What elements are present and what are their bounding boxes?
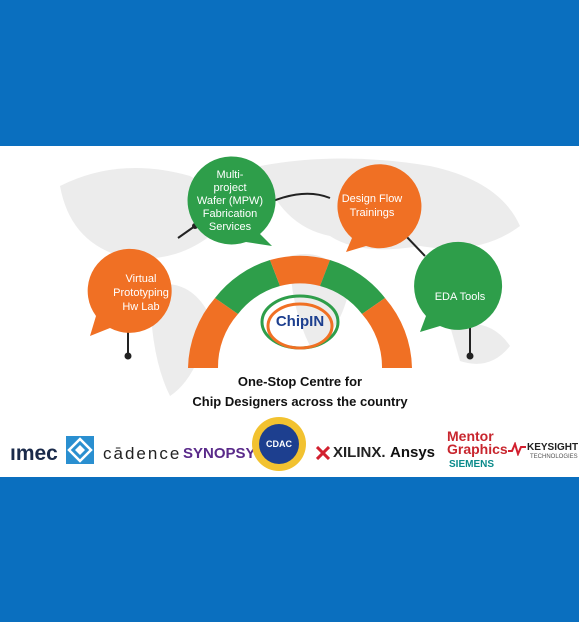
cdac-seal-art: CDAC <box>252 417 306 471</box>
synopsys-logo: SYNOPSYS <box>183 445 266 462</box>
keysight-logo: KEYSIGHT <box>527 442 579 453</box>
mentor-line2: Graphics <box>447 441 508 457</box>
ansys-logo: Ansys <box>390 444 436 461</box>
xilinx-logo: XILINX. <box>333 444 386 461</box>
mentor-graphics-logo: Mentor Graphics <box>447 428 508 457</box>
bubble-design-line2: Trainings <box>350 207 395 219</box>
bubble-design-line1: Design Flow <box>342 193 403 205</box>
caption-line1: One-Stop Centre for <box>237 374 363 389</box>
bubble-virtual-prototyping: Virtual Prototyping Hw Lab <box>87 248 172 336</box>
infographic-art: ChipIN Virtual Prototyping Hw Lab Multi-… <box>60 156 520 396</box>
sticky-logo-icon <box>66 436 94 464</box>
bottom-blue-band <box>0 477 579 622</box>
bubble-mpw-line2: project <box>213 182 246 194</box>
imec-logo: ımec <box>10 442 58 465</box>
cdac-seal: CDAC <box>251 416 307 472</box>
bubble-mpw-line4: Fabrication <box>203 208 257 220</box>
keysight-subtitle: TECHNOLOGIES <box>530 454 578 460</box>
bubble-mpw: Multi- project Wafer (MPW) Fabrication S… <box>187 156 276 246</box>
caption-line2: Chip Designers across the country <box>192 394 408 409</box>
bubble-virtual-line2: Prototyping <box>113 287 169 299</box>
bubble-mpw-line3: Wafer (MPW) <box>197 195 263 207</box>
chipin-logo-text: ChipIN <box>276 313 324 330</box>
chipin-logo: ChipIN <box>260 294 340 350</box>
bubble-mpw-line5: Services <box>209 221 252 233</box>
partner-logos-row: ımec cādence SYNOPSYS CDAC XILINX. Ansys… <box>0 416 579 476</box>
top-blue-band <box>0 0 579 146</box>
bubble-eda-line1: EDA Tools <box>435 291 486 303</box>
mentor-line1: Mentor <box>447 428 494 444</box>
bubble-mpw-line1: Multi- <box>217 169 244 181</box>
xilinx-icon <box>315 445 331 461</box>
semicircle-gauge <box>188 255 412 368</box>
bubble-eda-tools: EDA Tools <box>414 241 503 332</box>
bubble-design-flow: Design Flow Trainings <box>337 164 422 252</box>
bubble-virtual-line1: Virtual <box>126 273 157 285</box>
cadence-logo: cādence <box>103 444 182 463</box>
siemens-logo: SIEMENS <box>449 459 495 470</box>
diamond-s-icon <box>67 437 93 463</box>
chipin-infographic-panel: ChipIN Virtual Prototyping Hw Lab Multi-… <box>0 146 579 477</box>
keysight-wave-icon <box>508 441 526 457</box>
bubble-virtual-line3: Hw Lab <box>122 301 159 313</box>
cdac-seal-text: CDAC <box>266 439 292 449</box>
